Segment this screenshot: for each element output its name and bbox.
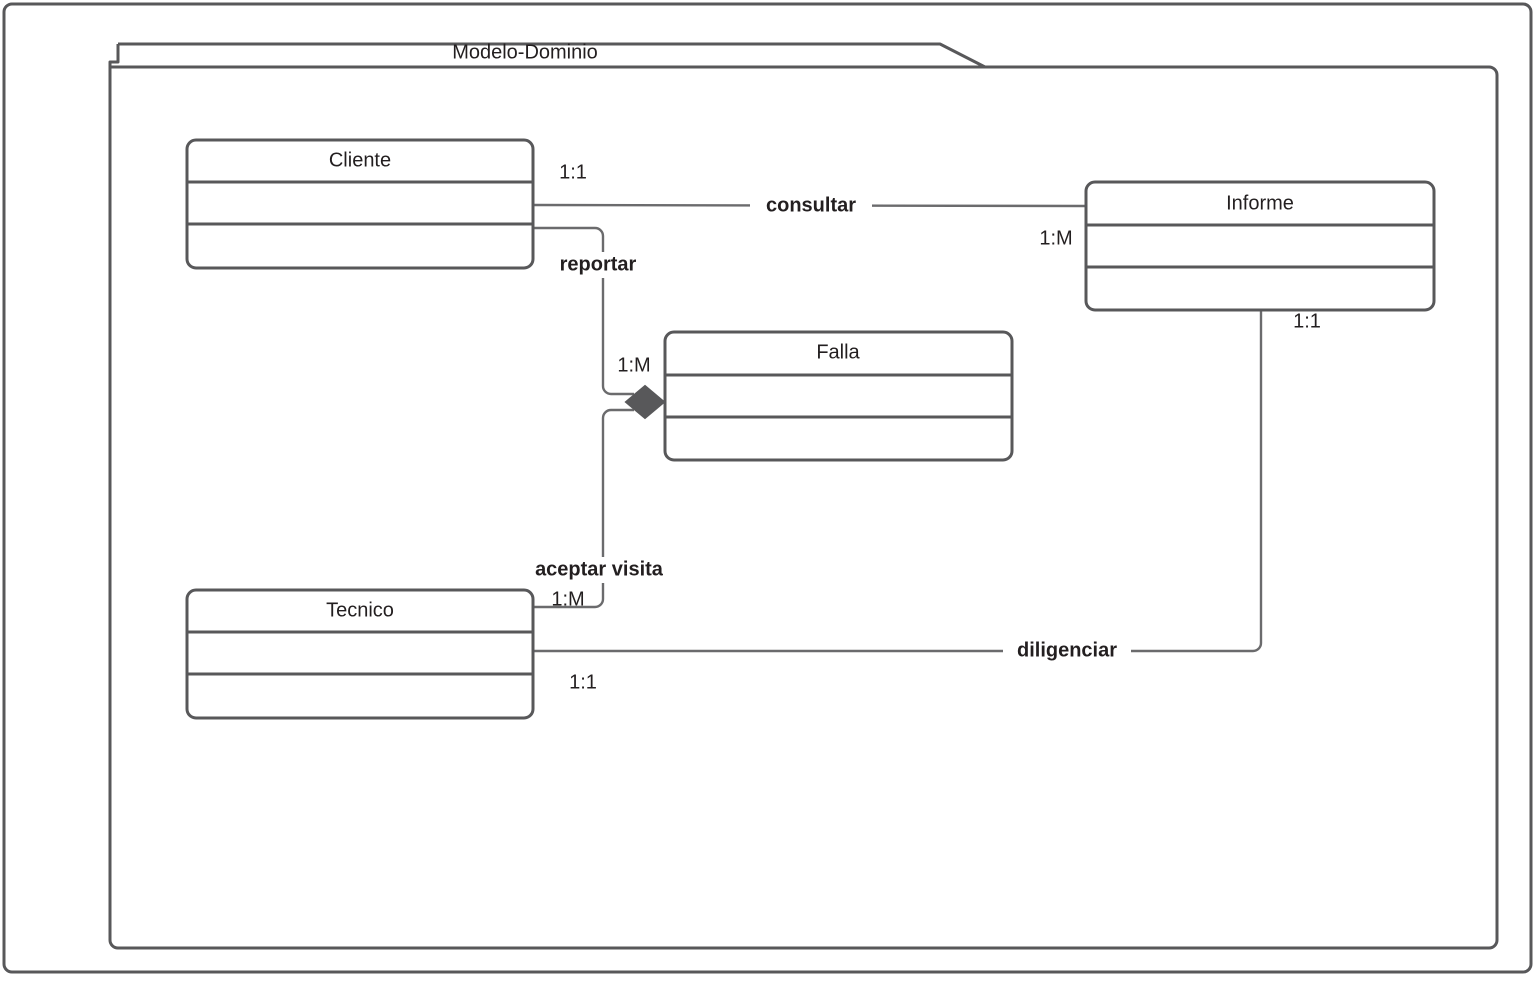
- package-tab-outline: [118, 42, 986, 69]
- class-name-cliente: Cliente: [329, 149, 391, 171]
- multiplicity-tecnico-diligenciar: 1:1: [569, 671, 597, 693]
- class-box-falla[interactable]: Falla: [663, 330, 1014, 462]
- class-name-falla: Falla: [816, 341, 860, 363]
- class-name-tecnico: Tecnico: [326, 599, 394, 621]
- class-box-informe-frame: [1084, 180, 1436, 312]
- label-bg-consultar: [750, 192, 872, 218]
- label-bg-reportar: [546, 252, 650, 278]
- association-label-diligenciar: diligenciar: [1017, 639, 1117, 661]
- association-line-reportar: [533, 226, 634, 396]
- class-name-informe: Informe: [1226, 192, 1294, 214]
- association-line-diligenciar: [533, 310, 1263, 653]
- association-line-aceptar-visita: [533, 408, 634, 609]
- package-body-outline: [108, 44, 1499, 950]
- label-bg-aceptar-visita: [518, 557, 680, 583]
- association-label-consultar: consultar: [766, 194, 856, 216]
- multiplicity-cliente-consultar: 1:1: [559, 161, 587, 183]
- multiplicity-informe-diligenciar: 1:1: [1293, 310, 1321, 332]
- label-bg-diligenciar: [1003, 637, 1131, 663]
- class-box-tecnico-frame: [185, 588, 535, 720]
- multiplicity-falla-reportar: 1:M: [617, 354, 650, 376]
- multiplicity-informe-consultar: 1:M: [1039, 227, 1072, 249]
- composition-diamond-icon: [624, 384, 666, 420]
- class-box-tecnico[interactable]: Tecnico: [185, 588, 535, 720]
- class-box-falla-frame: [663, 330, 1014, 462]
- association-label-reportar: reportar: [560, 253, 637, 275]
- class-box-informe[interactable]: Informe: [1084, 180, 1436, 312]
- multiplicity-tecnico-aceptar: 1:M: [551, 588, 584, 610]
- class-box-cliente[interactable]: Cliente: [185, 138, 535, 270]
- association-label-aceptar-visita: aceptar visita: [535, 558, 664, 580]
- class-box-cliente-frame: [185, 138, 535, 270]
- package-title: Modelo-Dominio: [452, 41, 598, 63]
